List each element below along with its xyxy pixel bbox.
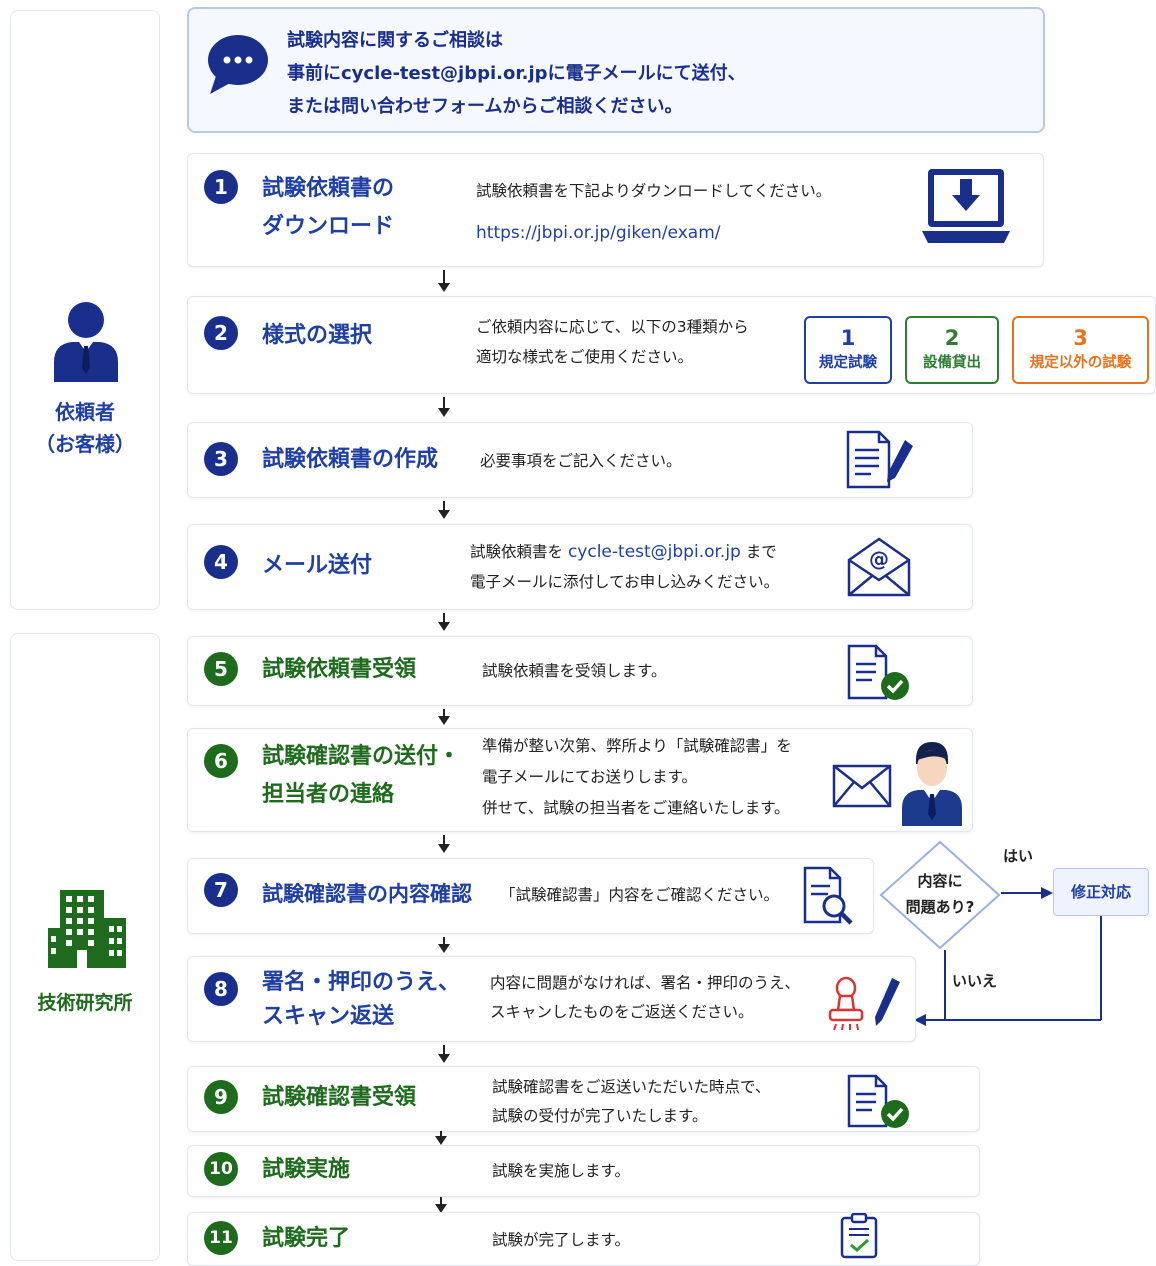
step-number: 1 <box>204 170 238 204</box>
step-description: 試験依頼書を下記よりダウンロードしてください。 <box>476 182 832 200</box>
step-10-card <box>187 1145 980 1197</box>
step-title: 試験依頼書の作成 <box>262 447 439 472</box>
step-description: ご依頼内容に応じて、以下の3種類から適切な様式をご使用ください。 <box>476 318 749 366</box>
step-number: 8 <box>204 972 238 1006</box>
decision-no-label: いいえ <box>952 972 998 990</box>
step-title: 試験確認書受領 <box>262 1085 417 1110</box>
clipboard-check-icon <box>840 1213 878 1259</box>
flow-arrow <box>435 1197 447 1213</box>
document-pen-icon <box>846 430 913 489</box>
document-search-icon <box>803 866 853 925</box>
step-number: 11 <box>204 1221 238 1255</box>
step-number: 3 <box>204 442 238 476</box>
flow-arrow <box>435 1131 447 1145</box>
step-title: 様式の選択 <box>262 323 373 348</box>
flow-arrow <box>438 937 450 953</box>
person-icon <box>54 302 118 382</box>
flow-arrow <box>438 613 450 631</box>
step-title: 試験確認書の内容確認 <box>262 882 472 906</box>
step-title: 試験確認書の送付・担当者の連絡 <box>262 744 461 807</box>
step-8-card <box>187 956 916 1042</box>
document-check-icon <box>847 1074 909 1128</box>
step-title: 試験実施 <box>262 1157 351 1182</box>
return-arrow <box>914 916 1102 1026</box>
flow-arrow <box>438 270 450 292</box>
flow-arrow <box>438 397 450 417</box>
lab-label: 技術研究所 <box>37 992 133 1014</box>
step-description: 試験が完了します。 <box>492 1231 630 1249</box>
consult-text: 試験内容に関するご相談は 事前にcycle-test@jbpi.or.jpに電子… <box>287 30 746 117</box>
building-icon <box>48 890 126 968</box>
step-4-card <box>187 524 973 610</box>
step-description: 試験依頼書を cycle-test@jbpi.or.jp まで 電子メールに添付… <box>470 542 780 591</box>
stamp-icon <box>828 976 864 1031</box>
step-number: 10 <box>204 1152 238 1186</box>
client-label: 依頼者 （お客様） <box>35 400 135 456</box>
step-5-card <box>187 636 973 706</box>
decision-label: 内容に問題あり? <box>905 872 975 916</box>
step-description: 準備が整い次第、弊所より「試験確認書」を電子メールにてお送りします。併せて、試験… <box>482 737 792 817</box>
document-check-icon <box>847 644 909 700</box>
step-description: 必要事項をご記入ください。 <box>480 452 682 470</box>
step-title: 試験依頼書のダウンロード <box>262 176 395 239</box>
step-description: 試験依頼書を受領します。 <box>482 662 667 680</box>
laptop-download-icon <box>922 169 1010 243</box>
envelope-icon <box>832 764 892 808</box>
step-7-card <box>187 858 874 934</box>
step-number: 2 <box>204 316 238 350</box>
svg-text:@: @ <box>869 547 889 571</box>
decision-diamond <box>879 840 1001 950</box>
chat-bubble-icon <box>208 35 268 94</box>
flow-arrow <box>438 501 450 519</box>
step-description: 試験確認書をご返送いただいた時点で、試験の受付が完了いたします。 <box>492 1078 771 1125</box>
fix-box: 修正対応 <box>1053 868 1149 916</box>
step-title: 署名・押印のうえ、スキャン返送 <box>262 970 461 1029</box>
email-at-icon: @ <box>847 537 911 597</box>
step-number: 5 <box>204 652 238 686</box>
step-description: 内容に問題がなければ、署名・押印のうえ、スキャンしたものをご返送ください。 <box>490 974 801 1021</box>
step-title: 試験依頼書受領 <box>262 657 417 682</box>
step-title: 試験完了 <box>262 1226 351 1251</box>
no-connector <box>944 950 946 1020</box>
flow-arrow <box>438 835 450 853</box>
yes-arrow <box>1001 887 1053 899</box>
flow-arrow <box>438 1045 450 1063</box>
decision-yes-label: はい <box>1003 847 1034 865</box>
flow-arrow <box>438 709 450 725</box>
step-3-card <box>187 422 973 498</box>
pen-icon <box>875 978 900 1026</box>
staff-person-icon <box>902 742 962 826</box>
step-1-card <box>187 153 1044 267</box>
step-number: 4 <box>204 545 238 579</box>
step-description: 試験を実施します。 <box>492 1162 630 1180</box>
email-link[interactable]: cycle-test@jbpi.or.jp <box>567 542 741 562</box>
step-2-card <box>187 296 1156 394</box>
step-number: 7 <box>204 873 238 907</box>
download-link[interactable]: https://jbpi.or.jp/giken/exam/ <box>476 223 721 243</box>
consult-box <box>187 7 1045 133</box>
step-number: 6 <box>204 744 238 778</box>
step-description: 「試験確認書」内容をご確認ください。 <box>500 886 780 904</box>
step-number: 9 <box>204 1080 238 1114</box>
step-title: メール送付 <box>262 553 373 578</box>
